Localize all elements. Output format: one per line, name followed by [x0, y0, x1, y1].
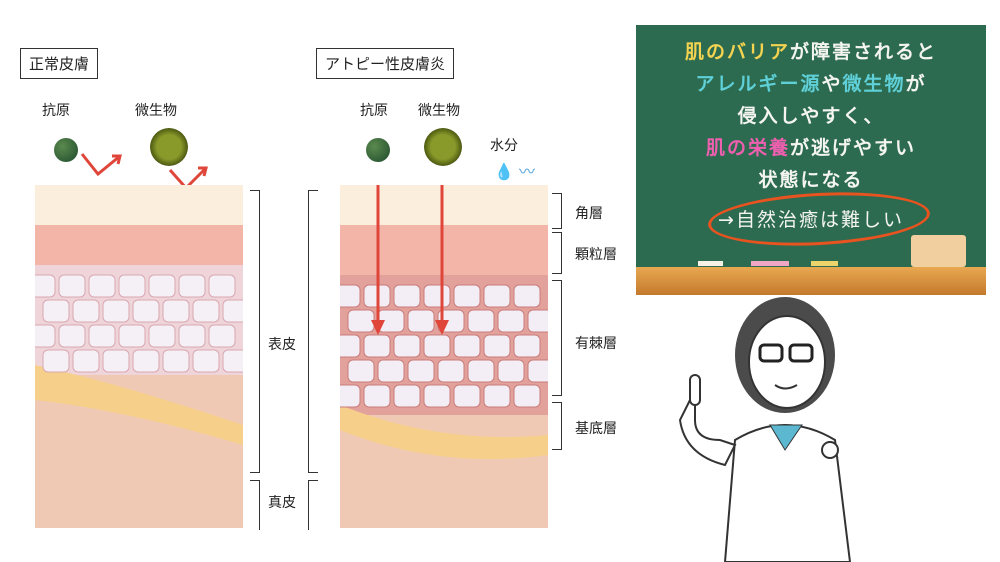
antigen-icon	[366, 138, 390, 162]
skin-cell	[148, 324, 176, 348]
stratum-corneum-label: 角層	[575, 206, 603, 222]
board-text: 状態になる	[758, 169, 864, 191]
board-text: が障害されると	[790, 41, 938, 63]
skin-cell	[483, 384, 511, 408]
doctor-illustration	[678, 297, 852, 562]
atopic-skin-title: アトピー性皮膚炎	[316, 48, 455, 79]
skin-cell	[42, 299, 70, 323]
board-conclusion: →自然治癒は難しい	[718, 209, 904, 231]
water-drops-icon: 💧 〰	[494, 162, 536, 181]
skin-cell	[527, 359, 548, 383]
skin-cell	[423, 284, 451, 308]
skin-cell	[162, 299, 190, 323]
microbe-label: 微生物	[135, 103, 177, 119]
skin-cell	[513, 384, 541, 408]
skin-cell	[497, 309, 525, 333]
skin-cell	[148, 274, 176, 298]
skin-cell	[423, 384, 451, 408]
skin-cell	[363, 384, 391, 408]
skin-cell	[437, 359, 465, 383]
epidermis-label: 表皮	[268, 337, 296, 353]
board-text: 肌の栄養	[705, 137, 790, 159]
skin-cell	[407, 359, 435, 383]
board-text: 微生物	[842, 73, 906, 95]
skin-cell	[208, 274, 236, 298]
skin-cell	[132, 299, 160, 323]
antigen-label: 抗原	[42, 103, 70, 119]
skin-cell	[35, 324, 56, 348]
basal-layer-label: 基底層	[575, 421, 617, 437]
skin-cell	[162, 349, 190, 373]
skin-cell	[363, 334, 391, 358]
skin-cell	[178, 324, 206, 348]
skin-cell	[347, 309, 375, 333]
board-text: 肌のバリア	[684, 41, 790, 63]
skin-cell	[407, 309, 435, 333]
skin-cell	[497, 359, 525, 383]
board-text: が	[905, 73, 927, 95]
skin-cell	[118, 324, 146, 348]
skin-cell	[192, 299, 220, 323]
atopic-skin-illustration	[340, 185, 548, 528]
skin-cell	[102, 349, 130, 373]
skin-cell	[88, 274, 116, 298]
skin-cell	[483, 284, 511, 308]
skin-cell	[453, 334, 481, 358]
skin-cell	[58, 324, 86, 348]
skin-cell	[192, 349, 220, 373]
skin-cell	[423, 334, 451, 358]
board-text: アレルギー源	[695, 73, 822, 95]
board-text: が逃げやすい	[790, 137, 917, 159]
skin-cell	[222, 299, 243, 323]
skin-cell	[72, 349, 100, 373]
water-label: 水分	[490, 138, 518, 154]
skin-cell	[222, 349, 243, 373]
skin-cell	[393, 334, 421, 358]
skin-cell	[118, 274, 146, 298]
antigen-icon	[54, 138, 78, 162]
microbe-icon	[150, 128, 188, 166]
skin-cell	[58, 274, 86, 298]
skin-cell	[178, 274, 206, 298]
chalkboard: 肌のバリアが障害されると アレルギー源や微生物が 侵入しやすく、 肌の栄養が逃げ…	[636, 25, 986, 295]
skin-cell	[483, 334, 511, 358]
skin-cell	[393, 384, 421, 408]
dermis-label: 真皮	[268, 495, 296, 511]
board-text: 侵入しやすく、	[737, 105, 885, 127]
skin-cell	[35, 274, 56, 298]
skin-cell	[513, 284, 541, 308]
normal-skin-title: 正常皮膚	[20, 48, 99, 79]
skin-cell	[340, 284, 361, 308]
skin-cell	[453, 284, 481, 308]
skin-cell	[453, 384, 481, 408]
skin-cell	[42, 349, 70, 373]
skin-cell	[340, 334, 361, 358]
skin-cell	[467, 359, 495, 383]
board-text: や	[821, 73, 843, 95]
eraser-icon	[911, 235, 966, 267]
microbe-label: 微生物	[418, 103, 460, 119]
microbe-icon	[424, 128, 462, 166]
granular-layer-label: 顆粒層	[575, 247, 617, 263]
antigen-label: 抗原	[360, 103, 388, 119]
skin-cell	[377, 359, 405, 383]
skin-cell	[513, 334, 541, 358]
skin-cell	[527, 309, 548, 333]
skin-cell	[347, 359, 375, 383]
skin-cell	[102, 299, 130, 323]
skin-cell	[467, 309, 495, 333]
skin-cell	[208, 324, 236, 348]
spinous-layer-label: 有棘層	[575, 336, 617, 352]
skin-cell	[88, 324, 116, 348]
skin-cell	[393, 284, 421, 308]
skin-cell	[340, 384, 361, 408]
skin-cell	[132, 349, 160, 373]
skin-cell	[72, 299, 100, 323]
normal-skin-illustration	[35, 185, 243, 528]
